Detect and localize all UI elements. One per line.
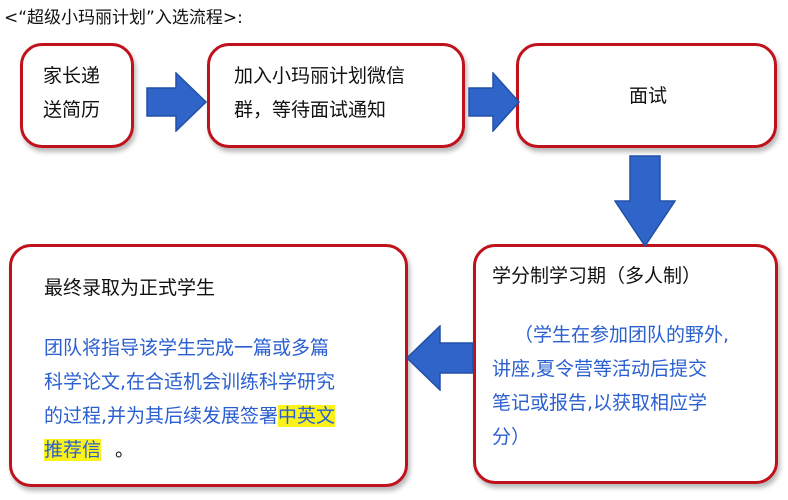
step4-body-line2: 讲座,夏令营等活动后提交 [492, 358, 708, 380]
block-arrow-icon [614, 155, 676, 247]
step4-body-line1: （学生在参加团队的野外, [514, 324, 730, 346]
highlight-recommendation-letter: 推荐信 [44, 439, 102, 461]
step3-text: 面试 [629, 85, 668, 107]
step5-body-line4: 推荐信。 [44, 434, 134, 467]
step2-line2: 群，等待面试通知 [234, 99, 387, 121]
step-box-interview: 面试 [516, 43, 777, 148]
highlight-zh-en: 中英文 [278, 405, 336, 427]
step-box-final-admission: 最终录取为正式学生 团队将指导该学生完成一篇或多篇 科学论文,在合适机会训练科学… [9, 244, 408, 487]
step5-body-line3-text: 的过程,并为其后续发展签署 [44, 405, 279, 427]
step5-body-line2: 科学论文,在合适机会训练科学研究 [44, 371, 336, 393]
block-arrow-icon [406, 325, 474, 391]
step1-line1: 家长递 [43, 65, 101, 87]
page-title: <“超级小玛丽计划”入选流程>: [4, 8, 243, 28]
step1-line2: 送简历 [43, 99, 101, 121]
step5-body-line3: 的过程,并为其后续发展签署中英文 [44, 400, 336, 433]
step5-heading: 最终录取为正式学生 [44, 277, 216, 299]
step4-body-line3: 笔记或报告,以获取相应学 [492, 392, 708, 414]
step5-body-line1: 团队将指导该学生完成一篇或多篇 [44, 337, 330, 359]
step4-heading: 学分制学习期（多人制） [492, 265, 702, 287]
step5-body-line4-end: 。 [115, 439, 135, 461]
step-box-resume: 家长递 送简历 [20, 43, 134, 148]
step-box-wechat-group: 加入小玛丽计划微信 群，等待面试通知 [207, 43, 465, 148]
step2-line1: 加入小玛丽计划微信 [234, 65, 406, 87]
block-arrow-icon [468, 72, 520, 132]
step-box-credit-period: 学分制学习期（多人制） （学生在参加团队的野外, 讲座,夏令营等活动后提交 笔记… [473, 244, 778, 484]
block-arrow-icon [146, 72, 208, 132]
step4-body-line4: 分） [492, 426, 531, 448]
